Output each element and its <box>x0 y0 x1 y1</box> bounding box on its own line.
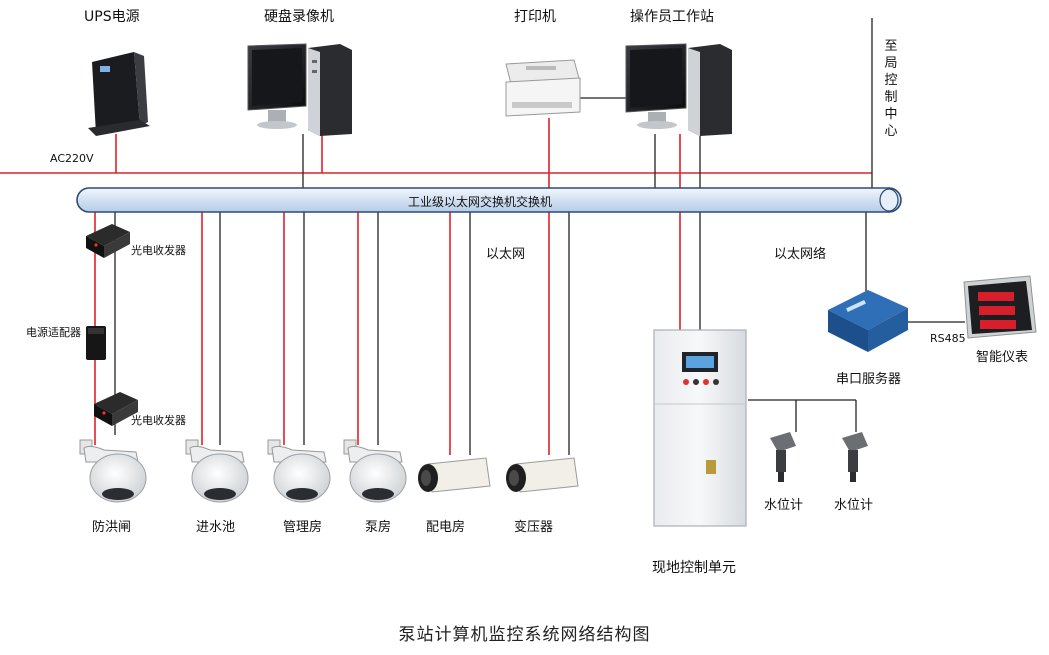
diagram-title: 泵站计算机监控系统网络结构图 <box>398 625 651 645</box>
ethernet-label: 以太网 <box>486 247 526 262</box>
dome-camera-inlet-icon <box>185 439 249 503</box>
smart-meter-icon <box>963 275 1037 339</box>
printer-icon <box>505 59 581 117</box>
optical-transceiver-bottom-label: 光电收发器 <box>131 414 186 427</box>
ethernet-switch-bus <box>76 187 902 213</box>
camera-label-floodgate: 防洪闸 <box>92 520 132 535</box>
power-adapter-icon <box>86 326 106 360</box>
optical-transceiver-bottom-icon <box>94 392 138 426</box>
ups-label: UPS电源 <box>84 9 140 25</box>
water-level-gauge-1-icon <box>770 432 796 482</box>
camera-label-transformer: 变压器 <box>514 520 554 535</box>
camera-label-power-dist: 配电房 <box>426 520 466 535</box>
workstation-computer-icon <box>625 43 732 136</box>
ethernet-network-label: 以太网络 <box>774 247 827 262</box>
dvr-computer-icon <box>247 43 352 136</box>
ac220v-label: AC220V <box>50 152 94 165</box>
serial-server-icon <box>828 290 908 352</box>
water-level-gauge-2-icon <box>842 432 868 482</box>
smart-meter-label: 智能仪表 <box>976 350 1029 365</box>
dome-camera-pump-icon <box>343 439 407 503</box>
control-unit-label: 现地控制单元 <box>652 560 736 576</box>
camera-label-pump: 泵房 <box>365 520 392 535</box>
central-control-label: 至局控制中心 <box>884 39 898 139</box>
control-cabinet-icon <box>653 329 747 527</box>
camera-label-mgmt: 管理房 <box>283 520 323 535</box>
optical-transceiver-top-icon <box>86 224 130 258</box>
dome-camera-mgmt-icon <box>267 439 331 503</box>
box-camera-power-dist-icon <box>418 457 491 493</box>
data-lines <box>114 18 965 455</box>
printer-label: 打印机 <box>514 9 556 25</box>
camera-label-inlet: 进水池 <box>196 520 236 535</box>
dvr-label: 硬盘录像机 <box>264 9 334 25</box>
box-camera-transformer-icon <box>506 457 579 493</box>
dome-camera-floodgate-icon <box>79 439 147 503</box>
serial-server-label: 串口服务器 <box>836 372 902 387</box>
rs485-label: RS485 <box>930 332 966 345</box>
ups-icon <box>88 52 150 136</box>
optical-transceiver-top-label: 光电收发器 <box>131 244 186 257</box>
water-level-gauge-2-label: 水位计 <box>834 498 874 513</box>
ethernet-bus-label: 工业级以太网交换机交换机 <box>407 195 552 209</box>
workstation-label: 操作员工作站 <box>630 9 714 25</box>
water-level-gauge-1-label: 水位计 <box>764 498 804 513</box>
power-adapter-label: 电源适配器 <box>26 326 81 339</box>
